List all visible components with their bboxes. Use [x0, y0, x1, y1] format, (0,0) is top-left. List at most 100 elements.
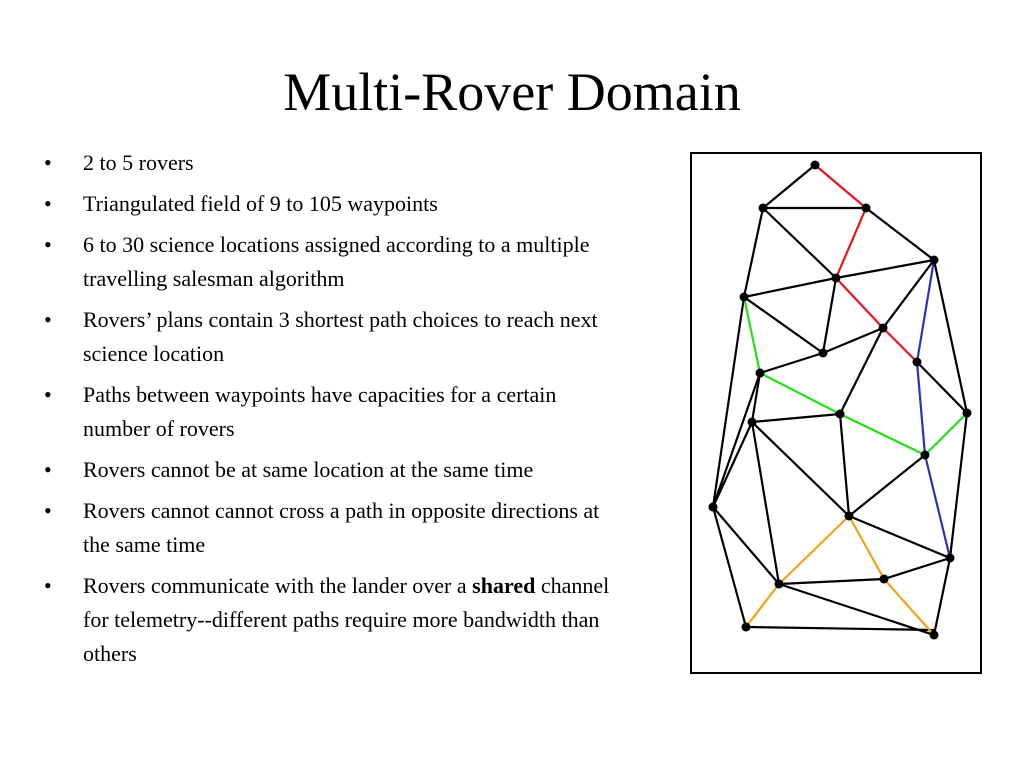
path-edge: [932, 258, 969, 415]
bullet-item: • Rovers cannot be at same location at t…: [44, 453, 624, 487]
waypoint: [945, 553, 955, 563]
waypoint: [831, 273, 841, 283]
waypoints: [708, 160, 972, 640]
bullet-item: • 2 to 5 rovers: [44, 146, 624, 180]
path-edge: [742, 206, 765, 299]
path-edge: [948, 411, 969, 560]
bullet-marker: •: [44, 382, 52, 407]
bullet-marker: •: [44, 191, 52, 216]
waypoint-map-frame: [690, 152, 982, 674]
waypoint: [755, 368, 765, 378]
black-edges: [711, 163, 969, 637]
bullet-marker: •: [44, 150, 52, 175]
path-edge: [711, 505, 781, 586]
bullet-marker: •: [44, 457, 52, 482]
bullet-text-part: Rovers communicate with the lander over …: [83, 573, 473, 598]
bullet-text: Rovers cannot be at same location at the…: [83, 457, 534, 482]
path-edge: [750, 371, 762, 424]
green-route: [742, 295, 969, 457]
orange-route-edge: [847, 514, 886, 581]
path-edge: [711, 295, 746, 509]
waypoint: [912, 357, 922, 367]
path-edge: [821, 326, 885, 355]
waypoint: [708, 502, 718, 512]
path-edge: [711, 371, 762, 509]
waypoint: [739, 292, 749, 302]
bullet-item: • Triangulated field of 9 to 105 waypoin…: [44, 187, 624, 221]
bullet-item: • 6 to 30 science locations assigned acc…: [44, 228, 624, 296]
bullet-item: • Rovers cannot cannot cross a path in o…: [44, 494, 624, 562]
waypoint: [920, 450, 930, 460]
bullet-text: Triangulated field of 9 to 105 waypoints: [83, 191, 438, 216]
red-route: [813, 163, 919, 364]
waypoint: [747, 417, 757, 427]
blue-route-edge: [915, 258, 936, 364]
green-route-edge: [742, 295, 762, 375]
bullet-text: Rovers’ plans contain 3 shortest path ch…: [83, 307, 598, 366]
green-route-edge: [923, 411, 969, 457]
path-edge: [777, 582, 936, 637]
waypoint: [741, 622, 751, 632]
bullet-text: Rovers cannot cannot cross a path in opp…: [83, 498, 600, 557]
bullet-text-part: channel for telemetry--different paths r…: [83, 573, 610, 666]
waypoint: [818, 348, 828, 358]
path-edge: [847, 514, 952, 560]
path-edge: [761, 206, 838, 280]
orange-route: [744, 514, 936, 637]
path-edge: [742, 295, 825, 355]
blue-route-edge: [923, 453, 952, 560]
path-edge: [758, 351, 825, 375]
waypoint: [844, 511, 854, 521]
orange-route-edge: [744, 582, 781, 629]
waypoint: [861, 203, 871, 213]
blue-route: [915, 258, 952, 560]
path-edge: [742, 276, 838, 299]
path-edge: [932, 556, 952, 637]
bullet-item: • Paths between waypoints have capacitie…: [44, 378, 624, 446]
bullet-item: • Rovers communicate with the lander ove…: [44, 569, 624, 671]
path-edge: [821, 276, 838, 355]
bullet-text: Rovers communicate with the lander over …: [83, 573, 609, 666]
slide-title: Multi-Rover Domain: [283, 62, 741, 122]
path-edge: [750, 420, 781, 586]
waypoint: [774, 579, 784, 589]
waypoint: [929, 630, 939, 640]
path-edge: [838, 412, 851, 518]
path-edge: [915, 360, 969, 415]
bullet-text: 2 to 5 rovers: [83, 150, 194, 175]
green-route-edge: [838, 412, 927, 457]
waypoint-map: [708, 160, 972, 640]
waypoint: [879, 574, 889, 584]
waypoint: [962, 408, 972, 418]
path-edge: [744, 625, 936, 632]
red-route-edge: [813, 163, 868, 210]
bullet-item: • Rovers’ plans contain 3 shortest path …: [44, 303, 624, 371]
green-route-edge: [758, 371, 842, 416]
path-edge: [864, 206, 936, 262]
path-edge: [834, 258, 936, 280]
bullet-list: • 2 to 5 rovers • Triangulated field of …: [44, 146, 624, 678]
waypoint: [929, 255, 939, 265]
bullet-text: Paths between waypoints have capacities …: [83, 382, 557, 441]
path-edge: [750, 420, 851, 518]
shared-emphasis: shared: [472, 573, 536, 598]
red-route-edge: [834, 276, 885, 330]
waypoint: [835, 409, 845, 419]
path-edge: [711, 420, 754, 509]
bullet-text: 6 to 30 science locations assigned accor…: [83, 232, 590, 291]
orange-route-edge: [777, 514, 851, 586]
red-route-edge: [881, 326, 919, 364]
path-edge: [777, 577, 886, 586]
path-edge: [838, 326, 885, 416]
path-edge: [847, 453, 927, 518]
waypoint: [810, 160, 820, 170]
path-edge: [882, 556, 952, 581]
path-edge: [711, 505, 748, 629]
bullet-marker: •: [44, 232, 52, 257]
path-edge: [881, 258, 936, 330]
bullet-marker: •: [44, 573, 52, 598]
bullet-marker: •: [44, 307, 52, 332]
blue-route-edge: [915, 360, 927, 457]
orange-route-edge: [882, 577, 936, 637]
